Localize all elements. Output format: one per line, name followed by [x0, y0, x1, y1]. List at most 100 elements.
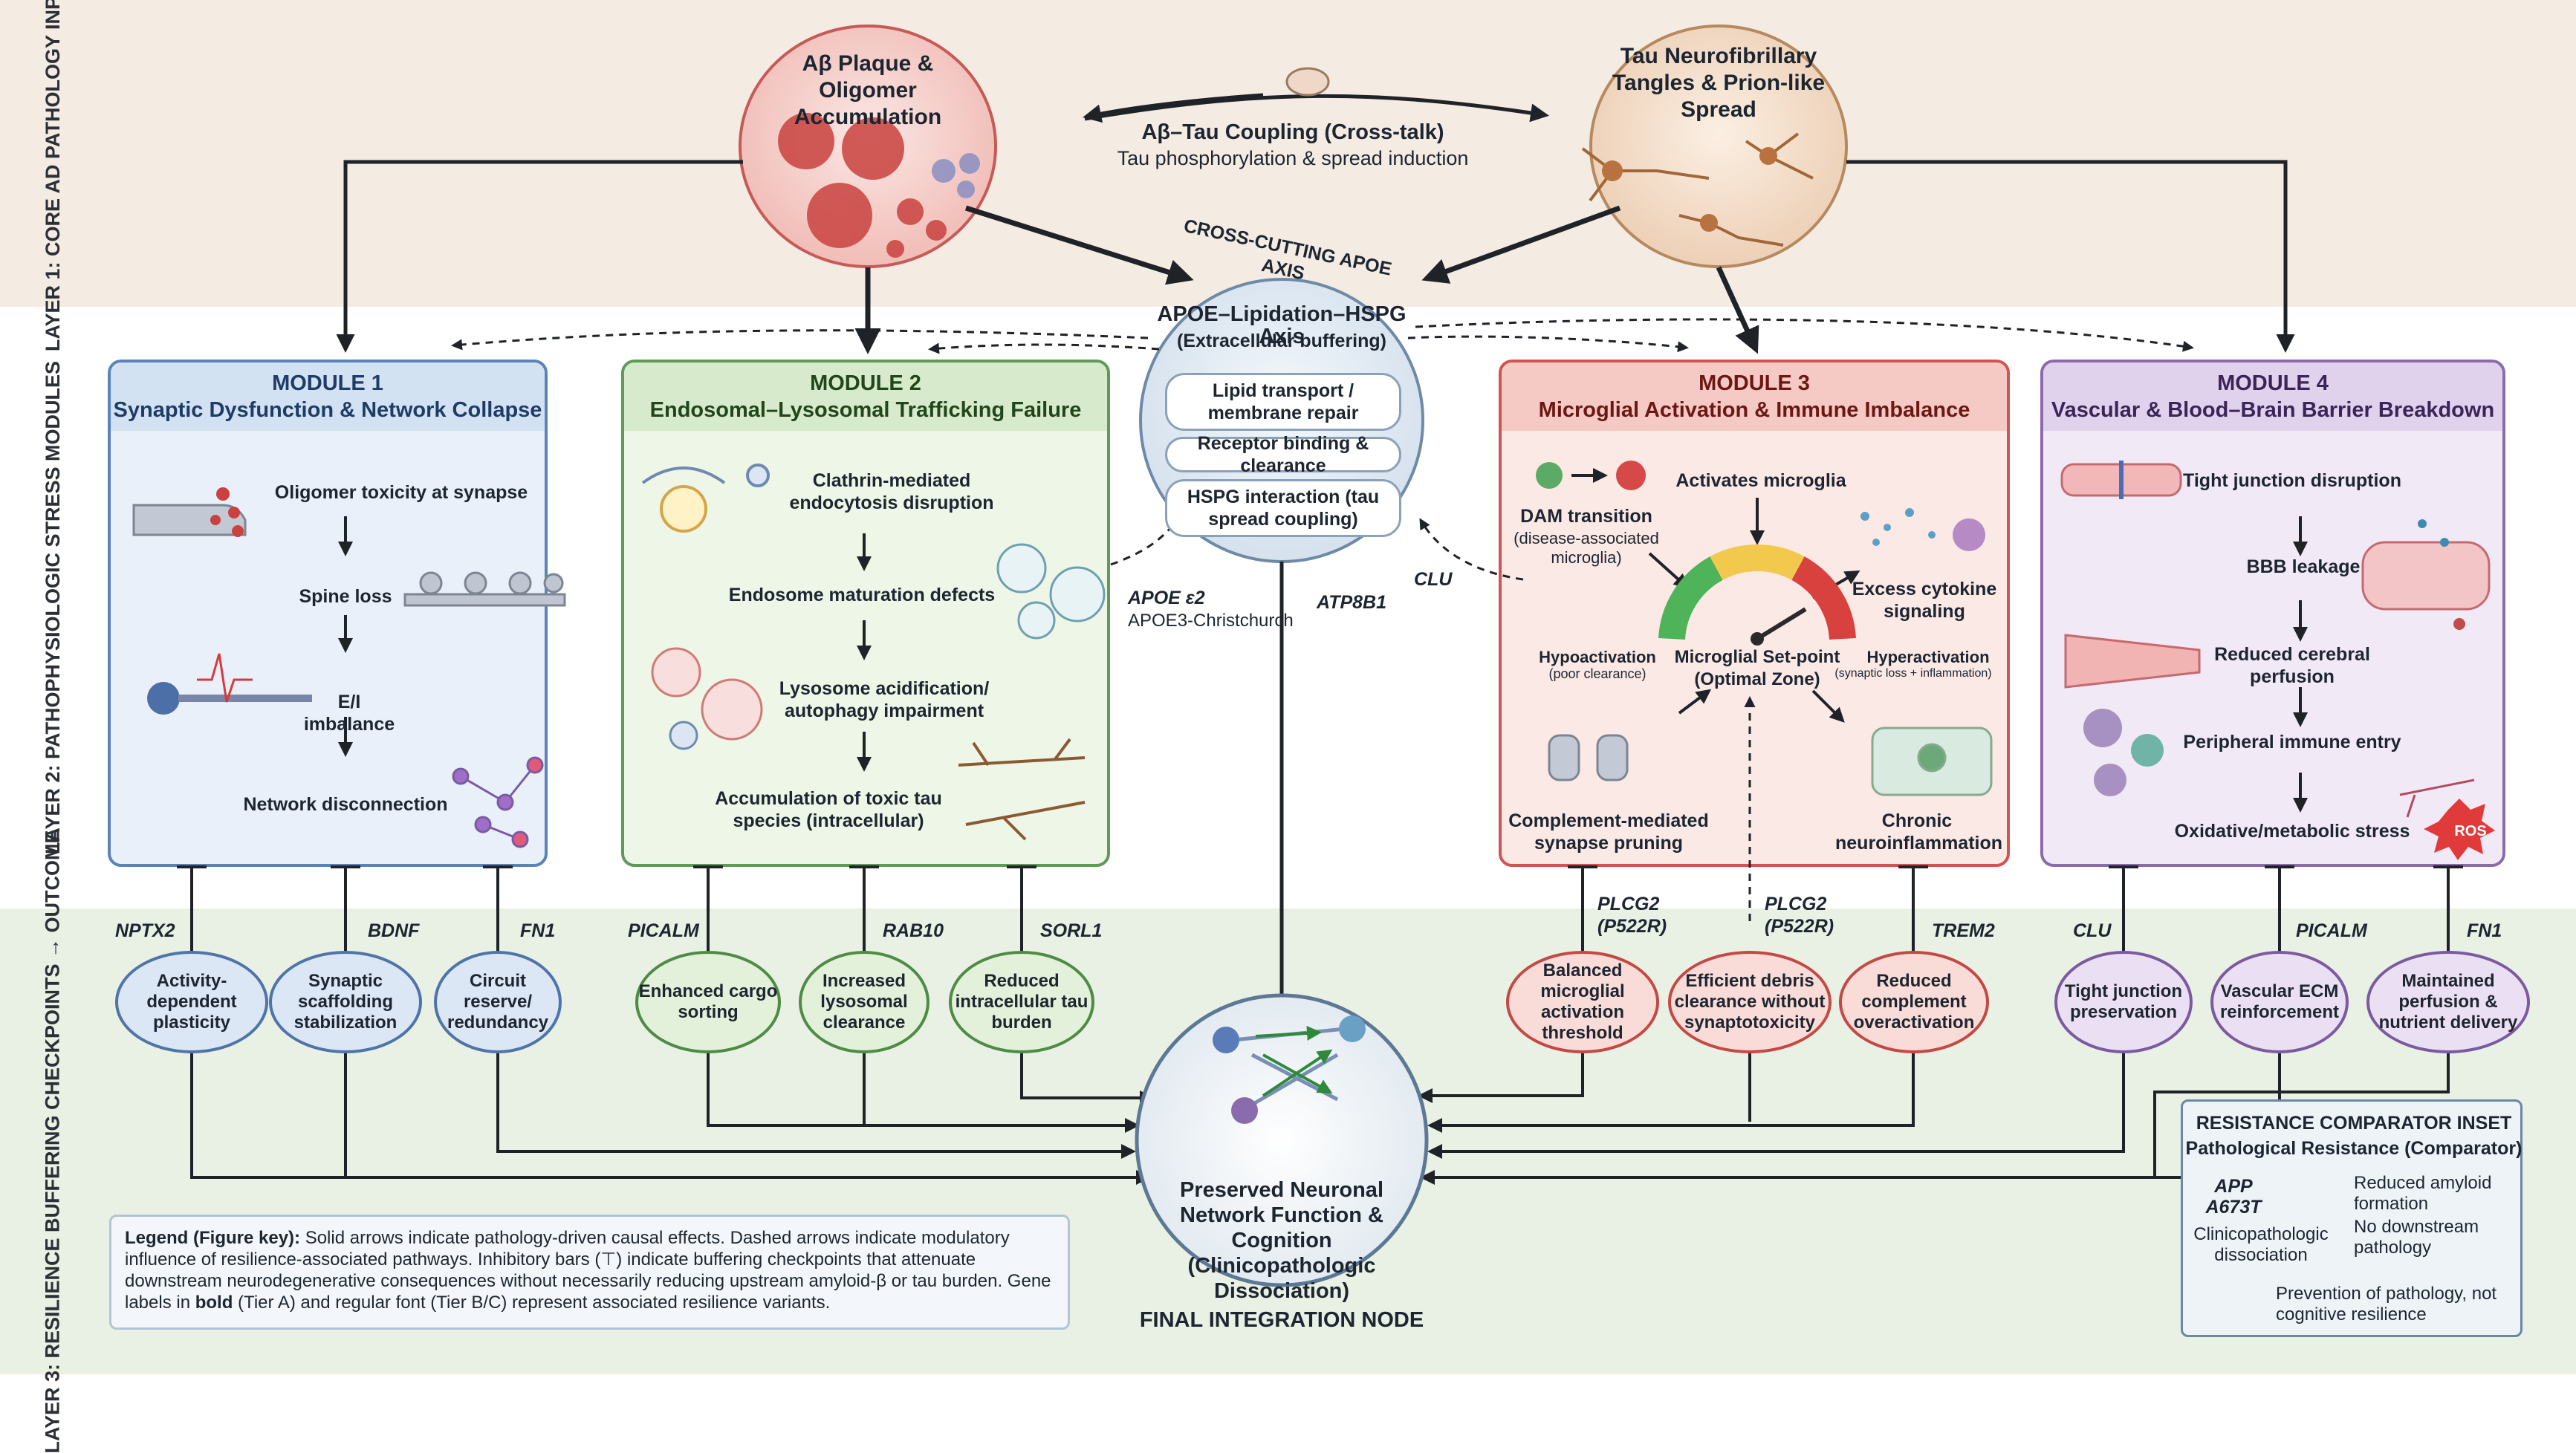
m3-hyper: Hyperactivation: [1866, 648, 1990, 666]
gene-plcg2-b: PLCG2 (P522R): [1765, 894, 1834, 937]
checkpoint-circuit-reserve: Circuit reserve/ redundancy: [434, 951, 562, 1053]
lysosome-illustration: [651, 647, 763, 750]
network-illustration: [452, 756, 544, 848]
immune-cells-illustration: [2083, 709, 2164, 796]
microglia-illustration: [1536, 461, 1646, 490]
tau-label: Tau Neurofibrillary Tangles & Prion-like…: [1612, 44, 1826, 122]
apoe-item-lipid: Lipid transport / membrane repair: [1165, 373, 1401, 431]
m3-setpoint: Microglial Set-point (Optimal Zone): [1674, 647, 1840, 689]
m4-ros-label: ROS: [2454, 823, 2487, 839]
checkpoint-perfusion: Maintained perfusion & nutrient delivery: [2366, 951, 2530, 1053]
checkpoint-complement: Reduced complement overactivation: [1839, 951, 1989, 1053]
ei-neuron-illustration: [147, 653, 312, 715]
cytokine-illustration: [1860, 508, 1936, 546]
final-node-text: Preserved Neuronal Network Function & Co…: [1179, 1178, 1383, 1303]
abeta-label: Aβ Plaque & Oligomer Accumulation: [794, 51, 942, 129]
gene-plcg2-a: PLCG2 (P522R): [1597, 894, 1667, 937]
inset-outcome-2: Clinicopathologic dissociation: [2193, 1224, 2329, 1265]
spine-illustration: [403, 593, 566, 607]
module1-box: MODULE 1 Synaptic Dysfunction & Network C…: [108, 360, 548, 867]
gene-trem2: TREM2: [1932, 920, 1995, 941]
gene-fn1-m1: FN1: [520, 920, 556, 941]
apoe-item-hspg: HSPG interaction (tau spread coupling): [1165, 479, 1401, 537]
apoe-item-receptor: Receptor binding & clearance: [1165, 433, 1401, 476]
m3-complement: Complement-mediated synapse pruning: [1508, 810, 1709, 854]
gene-nptx2: NPTX2: [115, 920, 175, 941]
m4-perfusion: Reduced cerebral perfusion: [2214, 644, 2370, 687]
m3-hypo-sub: (poor clearance): [1548, 666, 1647, 681]
legend-text-2: (Tier A) and regular font (Tier B/C) rep…: [233, 1293, 831, 1313]
plaque-illustration: [778, 113, 947, 258]
checkpoint-debris-clearance: Efficient debris clearance without synap…: [1668, 951, 1832, 1053]
checkpoint-activity-plasticity: Activity-dependent plasticity: [115, 951, 268, 1053]
tight-junction-illustration: [2060, 461, 2182, 499]
legend-title: Legend (Figure key):: [125, 1228, 301, 1248]
endocytosis-illustration: [641, 464, 770, 533]
checkpoint-synaptic-scaffolding: Synaptic scaffolding stabilization: [269, 951, 422, 1053]
m2-step-lysosome: Lysosome acidification/ autophagy impair…: [779, 678, 990, 721]
module4-box: MODULE 4 Vascular & Blood–Brain Barrier B…: [2040, 360, 2505, 867]
m3-hypo: Hypoactivation: [1539, 648, 1656, 666]
coupling-title: Aβ–Tau Coupling (Cross-talk): [1141, 120, 1444, 144]
final-node-caption: FINAL INTEGRATION NODE: [1139, 1308, 1424, 1332]
gene-clu-m4: CLU: [2073, 920, 2112, 941]
coupling-icon: [1285, 67, 1330, 97]
module1-title: Synaptic Dysfunction & Network Collapse: [113, 398, 542, 422]
setpoint-gauge: [1658, 545, 1856, 646]
checkpoint-lysosomal-clearance: Increased lysosomal clearance: [799, 951, 929, 1053]
m4-bbb-leakage: BBB leakage: [2246, 556, 2361, 577]
checkpoint-microglial-threshold: Balanced microglial activation threshold: [1506, 951, 1659, 1053]
checkpoint-cargo-sorting: Enhanced cargo sorting: [635, 951, 781, 1053]
inset-outcome-1: Reduced amyloid formation: [2354, 1173, 2492, 1214]
coupling-subtitle: Tau phosphorylation & spread induction: [1117, 147, 1469, 169]
inset-outcome-3: No downstream pathology: [2354, 1217, 2479, 1258]
gene-clu-apoe: CLU: [1414, 569, 1453, 590]
m2-step-tau: Accumulation of toxic tau species (intra…: [715, 788, 942, 831]
m4-tight-junction: Tight junction disruption: [2183, 470, 2401, 491]
m2-step-endosome: Endosome maturation defects: [728, 585, 996, 605]
gene-bdnf: BDNF: [368, 920, 420, 941]
oligomer-dots: [932, 153, 980, 198]
tau-ellipse: [1589, 25, 1848, 268]
module4-title: Vascular & Blood–Brain Barrier Breakdown: [2051, 398, 2495, 422]
ros-burst-icon: [2424, 799, 2495, 860]
m1-step-oligomer: Oligomer toxicity at synapse: [274, 482, 528, 503]
coupling-arrow-right: [1084, 94, 1549, 123]
stress-neuron-illustration: [2399, 778, 2475, 818]
tau-neuron-m2-illustration: [958, 738, 1086, 841]
m1-step-network: Network disconnection: [243, 794, 448, 815]
final-neurons: [1213, 1015, 1366, 1124]
module1-number: MODULE 1: [272, 371, 383, 395]
cytokine-cell-icon: [1953, 519, 1985, 551]
m4-immune-entry: Peripheral immune entry: [2183, 732, 2401, 752]
perfusion-illustration: [2064, 634, 2201, 689]
legend-text-1: Solid arrows indicate pathology-driven c…: [125, 1228, 1051, 1313]
inhibitory-bars: [177, 865, 2463, 951]
checkpoint-tight-junction: Tight junction preservation: [2054, 951, 2193, 1053]
bbb-leakage-illustration: [2361, 519, 2491, 630]
m3-cytokine: Excess cytokine signaling: [1852, 579, 1997, 622]
inset-subtitle: Pathological Resistance (Comparator): [2185, 1138, 2523, 1159]
module3-title: Microglial Activation & Immune Imbalance: [1538, 398, 1970, 422]
gene-picalm-m4: PICALM: [2296, 920, 2367, 941]
checkpoint-tau-burden: Reduced intracellular tau burden: [949, 951, 1094, 1053]
apoe-subtitle: (Extracellular buffering): [1177, 331, 1386, 351]
synapse-illustration: [132, 504, 247, 536]
checkpoint-vascular-ecm: Vascular ECM reinforcement: [2210, 951, 2349, 1053]
legend-bold-word: bold: [195, 1293, 233, 1313]
neuroinflammation-illustration: [1871, 726, 1993, 796]
legend-box: Legend (Figure key): Solid arrows indica…: [109, 1215, 1070, 1330]
gene-sorl1: SORL1: [1040, 920, 1103, 941]
m1-step-ei: E/I imbalance: [303, 692, 395, 735]
gene-apoe-christchurch: APOE3-Christchurch: [1128, 611, 1294, 631]
module2-number: MODULE 2: [810, 371, 921, 395]
module3-number: MODULE 3: [1699, 371, 1810, 395]
m3-chronic: Chronic neuroinflammation: [1835, 810, 2003, 854]
complement-synapse-illustration: [1548, 734, 1629, 781]
m1-step-spine: Spine loss: [299, 586, 392, 607]
inset-gene: APP A673T: [2205, 1176, 2262, 1218]
apoe-title: APOE–Lipidation–HSPG Axis: [1157, 302, 1407, 348]
module3-box: MODULE 3 Microglial Activation & Immune I…: [1499, 360, 2010, 867]
inset-note: Prevention of pathology, not cognitive r…: [2276, 1284, 2497, 1324]
module4-number: MODULE 4: [2217, 371, 2329, 395]
